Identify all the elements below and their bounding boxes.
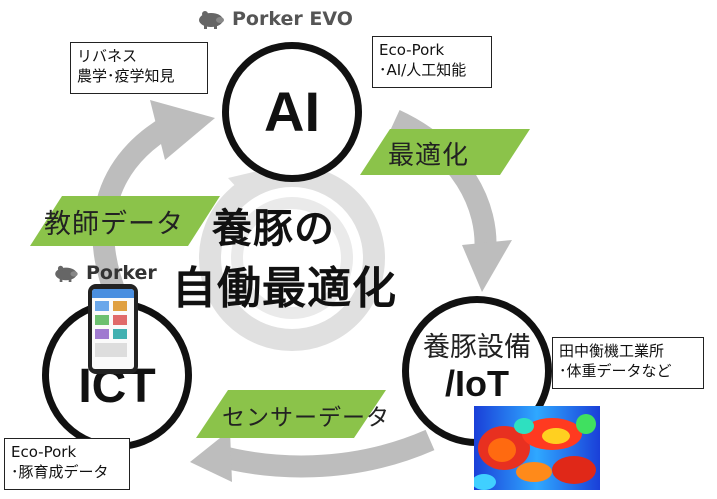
- pig-logo-icon: [199, 11, 224, 29]
- thermal-heatmap-image: [474, 406, 600, 490]
- label-teacher: 教師データ: [44, 209, 184, 240]
- box-tanaka-line2: ･体重データなど: [559, 362, 672, 380]
- label-teacher-shape: [30, 196, 220, 246]
- box-ecopork-ai-line2: ･AI/人工知能: [379, 61, 467, 79]
- node-iot-line2: /IoT: [445, 363, 509, 404]
- center-ring-head: [228, 170, 262, 200]
- box-ecopork-ai-line1: Eco-Pork: [379, 41, 445, 59]
- smartphone-app-icon: [88, 284, 138, 374]
- brand-porker: Porker: [52, 262, 157, 284]
- cycle-arrow-left: [92, 115, 176, 305]
- box-ecopork-ai: Eco-Pork ･AI/人工知能: [372, 36, 492, 88]
- center-title-line2: 自働最適化: [172, 263, 397, 314]
- node-ai-label: AI: [264, 80, 320, 143]
- label-optimize-shape: [360, 129, 530, 175]
- node-ict: ICT: [42, 300, 192, 450]
- center-ring-inner: [231, 197, 353, 319]
- brand-evo: Porker EVO: [196, 8, 353, 30]
- cycle-arrow-right-head: [462, 240, 512, 292]
- center-title-line1: 養豚の: [212, 206, 335, 252]
- box-ecopork-data-line1: Eco-Pork: [11, 443, 77, 461]
- brand-evo-text: Porker EVO: [232, 8, 353, 30]
- cycle-arrow-bottom: [212, 429, 435, 478]
- brand-porker-text: Porker: [86, 262, 157, 284]
- box-rivaness: リバネス 農学･疫学知見: [70, 42, 208, 94]
- label-sensor: センサーデータ: [222, 405, 390, 431]
- cycle-arrow-bottom-head: [190, 430, 232, 482]
- box-rivaness-line1: リバネス: [77, 47, 138, 65]
- pig-logo-icon: [55, 265, 78, 282]
- box-tanaka: 田中衡機工業所 ･体重データなど: [552, 337, 704, 389]
- cycle-arrow-left-head: [150, 100, 215, 160]
- box-rivaness-line2: 農学･疫学知見: [77, 67, 175, 85]
- node-ai: AI: [222, 42, 362, 182]
- box-ecopork-data-line2: ･豚育成データ: [11, 463, 109, 481]
- box-tanaka-line1: 田中衡機工業所: [559, 342, 665, 360]
- node-iot-line1: 養豚設備: [423, 332, 531, 363]
- label-optimize: 最適化: [388, 141, 470, 171]
- label-sensor-shape: [196, 390, 386, 438]
- box-ecopork-data: Eco-Pork ･豚育成データ: [4, 438, 130, 490]
- phone-screen: [92, 289, 134, 369]
